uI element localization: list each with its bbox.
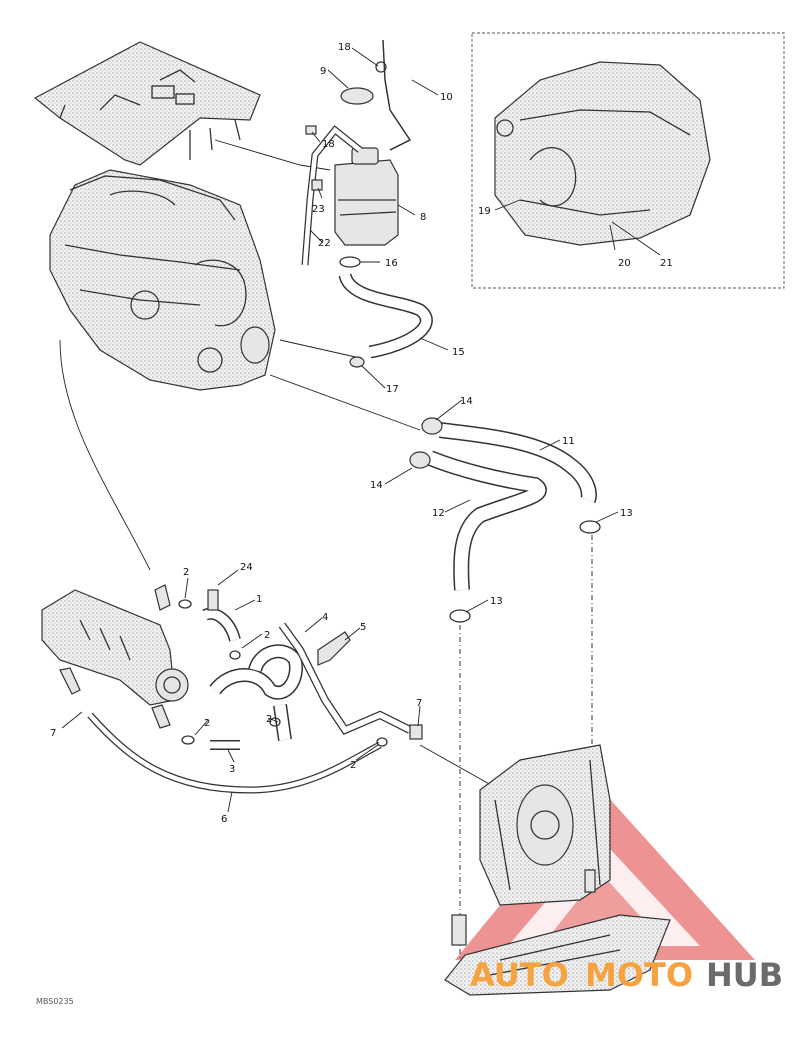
hose-clamp-23: [311, 179, 323, 191]
callout-7a: 7: [50, 728, 56, 739]
watermark-text: AUTO MOTO HUB: [470, 956, 783, 994]
callout-10: 10: [440, 92, 453, 103]
clamp-14a: [421, 417, 443, 435]
leader-lines: [61, 47, 619, 813]
callout-15: 15: [452, 347, 465, 358]
drain-fitting: [451, 914, 467, 946]
intake-housing: [479, 744, 611, 906]
callout-2c: 2: [204, 718, 210, 729]
callout-16: 16: [385, 258, 398, 269]
hose-clamp-18b: [305, 125, 317, 135]
clamp-17: [349, 356, 365, 368]
callout-2d: 2: [266, 714, 272, 725]
callout-2b: 2: [264, 630, 270, 641]
inset-engine-view: [494, 61, 711, 256]
clamp-13b: [449, 609, 471, 623]
callout-18b: 18: [322, 139, 335, 150]
engine-block: [49, 169, 276, 391]
callout-19: 19: [478, 206, 491, 217]
callout-6: 6: [221, 814, 227, 825]
clamp-16: [339, 256, 361, 268]
callout-11: 11: [562, 436, 575, 447]
coolant-reservoir: [334, 147, 399, 246]
watermark-hub: HUB: [706, 956, 783, 994]
ride-plate: [444, 914, 671, 996]
callout-20: 20: [618, 258, 631, 269]
callout-14b: 14: [370, 480, 383, 491]
bracket-5: [317, 631, 351, 666]
watermark-auto: AUTO: [470, 956, 569, 994]
clamp-14b: [409, 451, 431, 469]
callout-9: 9: [320, 66, 326, 77]
callout-2a: 2: [183, 567, 189, 578]
callout-3: 3: [229, 764, 235, 775]
callout-12: 12: [432, 508, 445, 519]
callout-18a: 18: [338, 42, 351, 53]
fitting-7b: [409, 724, 423, 740]
hose-6: [87, 712, 382, 794]
callout-13-bottom: 13: [490, 596, 503, 607]
callout-22: 22: [318, 238, 331, 249]
callout-1: 1: [256, 594, 262, 605]
callout-5: 5: [360, 622, 366, 633]
fitting-24: [207, 589, 219, 611]
callout-13-top: 13: [620, 508, 633, 519]
callout-2e: 2: [350, 760, 356, 771]
reservoir-cap: [340, 87, 374, 105]
inset-detail-box: [471, 32, 785, 289]
fitting-2a: [154, 584, 171, 611]
callout-labels: 18 9 10 18 8 23 22 16 15 17 14 11 14 12 …: [50, 42, 673, 825]
hose-clamp-18a: [375, 61, 387, 73]
callout-4: 4: [322, 612, 328, 623]
callout-21: 21: [660, 258, 673, 269]
callout-24: 24: [240, 562, 253, 573]
callout-23: 23: [312, 204, 325, 215]
callout-14a: 14: [460, 396, 473, 407]
watermark-moto: MOTO: [585, 956, 693, 994]
top-cover-panel: [33, 41, 261, 166]
figure-code: MBS0235: [36, 997, 74, 1006]
callout-8: 8: [420, 212, 426, 223]
exhaust-manifold: [41, 589, 189, 706]
callout-7b: 7: [416, 698, 422, 709]
callout-17: 17: [386, 384, 399, 395]
clamp-13a: [579, 520, 601, 534]
